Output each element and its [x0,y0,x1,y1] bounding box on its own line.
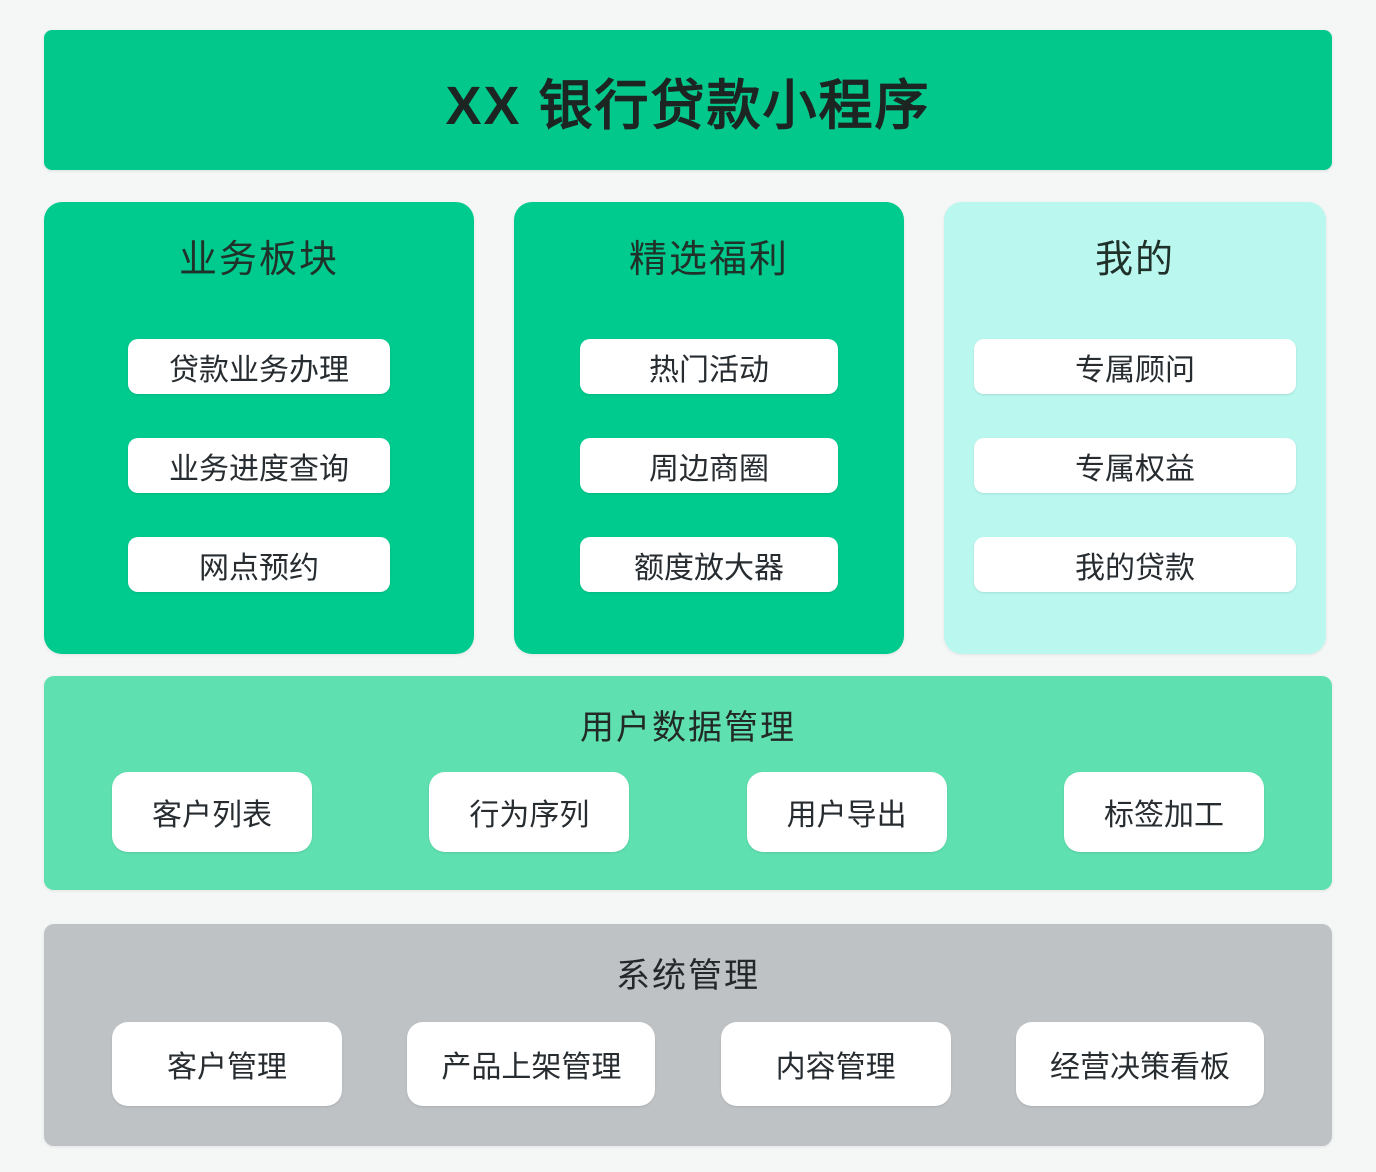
item-user-export: 用户导出 [746,771,947,852]
business-section-card: 业务板块 贷款业务办理 业务进度查询 网点预约 [44,202,474,654]
item-my-loan: 我的贷款 [974,537,1296,592]
item-product-listing-management: 产品上架管理 [407,1021,656,1106]
item-content-management: 内容管理 [720,1021,951,1106]
item-customer-list: 客户列表 [112,771,312,852]
user-data-band-items: 客户列表 行为序列 用户导出 标签加工 [44,749,1332,890]
item-credit-amplifier: 额度放大器 [580,537,838,592]
benefits-section-card: 精选福利 热门活动 周边商圈 额度放大器 [514,202,904,654]
item-hot-activities: 热门活动 [580,339,838,394]
mine-section-card: 我的 专属顾问 专属权益 我的贷款 [944,202,1326,654]
item-progress-inquiry: 业务进度查询 [128,438,390,493]
feature-columns: 业务板块 贷款业务办理 业务进度查询 网点预约 精选福利 热门活动 周边商圈 额… [44,202,1332,654]
system-band: 系统管理 客户管理 产品上架管理 内容管理 经营决策看板 [44,924,1332,1146]
system-band-title: 系统管理 [616,957,760,995]
mine-section-title: 我的 [1094,239,1175,281]
item-customer-management: 客户管理 [112,1021,342,1106]
system-band-items: 客户管理 产品上架管理 内容管理 经营决策看板 [44,997,1332,1146]
item-behavior-sequence: 行为序列 [429,771,630,852]
item-exclusive-rights: 专属权益 [974,438,1296,493]
business-section-items: 贷款业务办理 业务进度查询 网点预约 [44,339,474,592]
item-tag-processing: 标签加工 [1063,771,1264,852]
benefits-section-items: 热门活动 周边商圈 额度放大器 [514,339,904,592]
app-title: XX 银行贷款小程序 [445,75,931,136]
benefits-section-title: 精选福利 [628,239,789,281]
user-data-band-title: 用户数据管理 [580,709,796,747]
item-branch-reservation: 网点预约 [128,537,390,592]
item-business-decision-board: 经营决策看板 [1015,1021,1264,1106]
item-exclusive-advisor: 专属顾问 [974,339,1296,394]
user-data-band: 用户数据管理 客户列表 行为序列 用户导出 标签加工 [44,676,1332,890]
mine-section-items: 专属顾问 专属权益 我的贷款 [944,339,1326,592]
item-loan-processing: 贷款业务办理 [128,339,390,394]
business-section-title: 业务板块 [178,239,339,281]
item-nearby-business-circle: 周边商圈 [580,438,838,493]
app-title-banner: XX 银行贷款小程序 [44,30,1332,170]
